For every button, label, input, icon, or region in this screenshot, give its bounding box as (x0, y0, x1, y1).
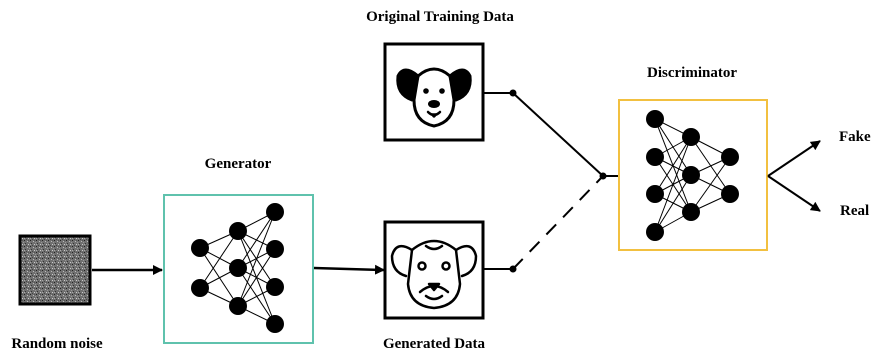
network-connection (237, 211, 276, 269)
network-node (682, 166, 700, 184)
network-connection (199, 230, 239, 289)
line-generated-to-discriminator (512, 175, 604, 270)
random-noise-icon (18, 234, 92, 306)
real-label: Real (840, 203, 870, 219)
discriminator-network-icon (646, 110, 739, 241)
network-node (266, 240, 284, 258)
network-node (229, 259, 247, 277)
network-connection (654, 136, 692, 233)
network-node (266, 278, 284, 296)
network-connection (690, 156, 731, 213)
network-node (191, 279, 209, 297)
generator-label: Generator (204, 156, 272, 172)
generated-data-label: Generated Data (382, 336, 486, 352)
network-connection (654, 136, 692, 195)
random-noise-label: Random noise (11, 336, 103, 352)
original-training-data-box (383, 42, 485, 142)
network-node (682, 203, 700, 221)
network-node (191, 239, 209, 257)
generated-data-box (383, 220, 485, 320)
fake-label: Fake (839, 129, 871, 145)
discriminator-label: Discriminator (647, 65, 737, 81)
network-node (266, 203, 284, 221)
network-node (721, 148, 739, 166)
network-node (646, 110, 664, 128)
arrow-to-fake (767, 140, 821, 177)
network-node (646, 148, 664, 166)
network-node (229, 297, 247, 315)
arrow-to-real (767, 175, 821, 212)
network-node (646, 185, 664, 203)
network-connection (237, 211, 276, 307)
network-node (266, 315, 284, 333)
network-connection (199, 247, 239, 307)
generated-dog-face-icon (390, 239, 478, 310)
network-node (682, 128, 700, 146)
generator-network-icon (191, 203, 284, 333)
network-node (646, 223, 664, 241)
network-node (229, 222, 247, 240)
network-connection (237, 248, 276, 307)
dog-face-icon (396, 67, 472, 128)
line-real-to-discriminator (512, 92, 604, 177)
generator-box (163, 194, 314, 344)
arrow-generator-to-generated-data (313, 264, 385, 275)
network-node (721, 185, 739, 203)
original-training-data-label: Original Training Data (366, 9, 514, 25)
discriminator-box (618, 99, 768, 251)
network-connection (654, 174, 692, 233)
